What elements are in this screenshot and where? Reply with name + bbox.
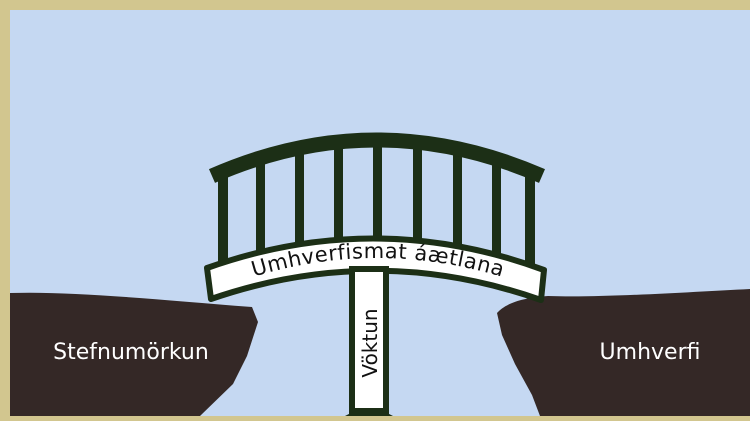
left-cliff-label: Stefnumörkun: [53, 340, 209, 365]
pillar-label: Vöktun: [358, 308, 382, 377]
right-cliff-label: Umhverfi: [600, 340, 701, 365]
